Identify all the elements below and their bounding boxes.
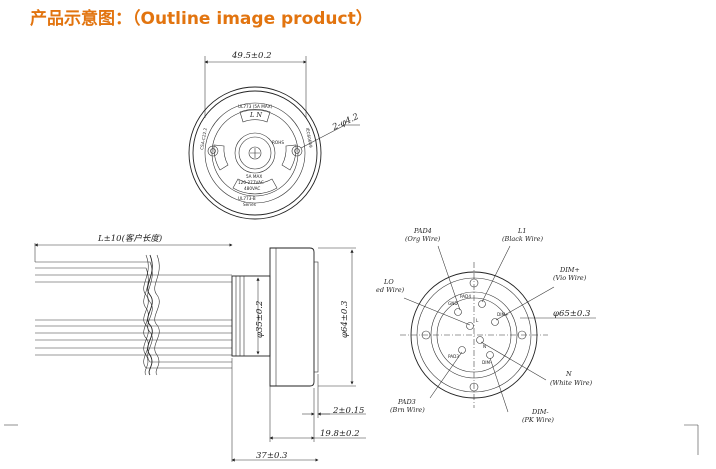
dim-19-8-label: 19.8±0.2 xyxy=(320,429,360,439)
top-outer-circle xyxy=(188,86,322,220)
marking-right: IEC60669 xyxy=(305,127,313,148)
top-view: 49.5±0.2 2-φ4.2 L N UL773 (5A MAX) CSA-C… xyxy=(188,51,360,220)
dim-plus-wire: (Vio Wire) xyxy=(553,274,587,282)
dim-minus-wire: (PK Wire) xyxy=(522,416,554,424)
dim-37-label: 37±0.3 xyxy=(256,451,287,461)
pin-label-dim-plus: DIM+ xyxy=(497,312,509,317)
marking-inner-1: 5A MAX xyxy=(246,174,262,179)
marking-inner-3: 480VAC xyxy=(244,186,260,191)
side-view: L±10(客户长度) φ35±0.2 φ64±0.3 xyxy=(34,233,366,462)
marking-top: UL773 (5A MAX) xyxy=(238,104,273,109)
marking-bottom-1: UL773-B xyxy=(238,196,256,201)
d64-dim-label: φ64±0.3 xyxy=(340,301,350,338)
page-title: 产品示意图：（Outline image product） xyxy=(30,9,373,29)
n-name: N xyxy=(565,370,572,378)
length-dim-label: L±10(客户长度) xyxy=(97,233,162,244)
pin-label-pad3: PAD3 xyxy=(448,354,459,359)
l1-name: L1 xyxy=(517,227,526,235)
pad4-name: PAD4 xyxy=(413,227,432,235)
lo-name: LO xyxy=(383,278,394,286)
bottom-view: GND L N DIM- DIM+ PAD3 PAD4 PAD4 (Org Wi… xyxy=(376,227,596,424)
l1-wire: (Black Wire) xyxy=(502,235,544,243)
marking-left: CSA-C22.2 xyxy=(199,127,208,150)
d35-dim-label: φ35±0.2 xyxy=(255,301,265,338)
dim-2-label: 2±0.15 xyxy=(332,406,364,416)
pin-label-pad4: PAD4 xyxy=(460,294,471,299)
dim-minus-name: DIM- xyxy=(531,408,549,416)
pad3-name: PAD3 xyxy=(397,398,416,406)
marking-inner-2: 120-277VAC xyxy=(238,180,264,185)
marking-bottom-2: Series xyxy=(243,202,256,207)
side-body xyxy=(269,247,315,387)
width-dim-label: 49.5±0.2 xyxy=(231,51,272,61)
corner-mark-right xyxy=(684,424,699,455)
mount-hole-left xyxy=(207,145,219,157)
top-center-symbol: L N xyxy=(249,111,262,119)
marking-inner-4: ROHS xyxy=(272,140,284,145)
hole-dim-label: 2-φ4.2 xyxy=(330,112,360,133)
mount-hole-right xyxy=(291,145,303,157)
pad4-wire: (Org Wire) xyxy=(405,235,441,243)
dim-plus-name: DIM+ xyxy=(559,266,580,274)
pin-label-l: L xyxy=(476,318,479,323)
lo-wire: ed Wire) xyxy=(376,286,405,294)
pin-label-n: N xyxy=(483,344,486,349)
pin-label-gnd: GND xyxy=(448,301,458,306)
pad3-wire: (Brn Wire) xyxy=(390,406,425,414)
d65-dim-label: φ65±0.3 xyxy=(553,309,590,319)
pin-label-dim-minus: DIM- xyxy=(482,360,492,365)
n-wire: (White Wire) xyxy=(550,379,593,387)
